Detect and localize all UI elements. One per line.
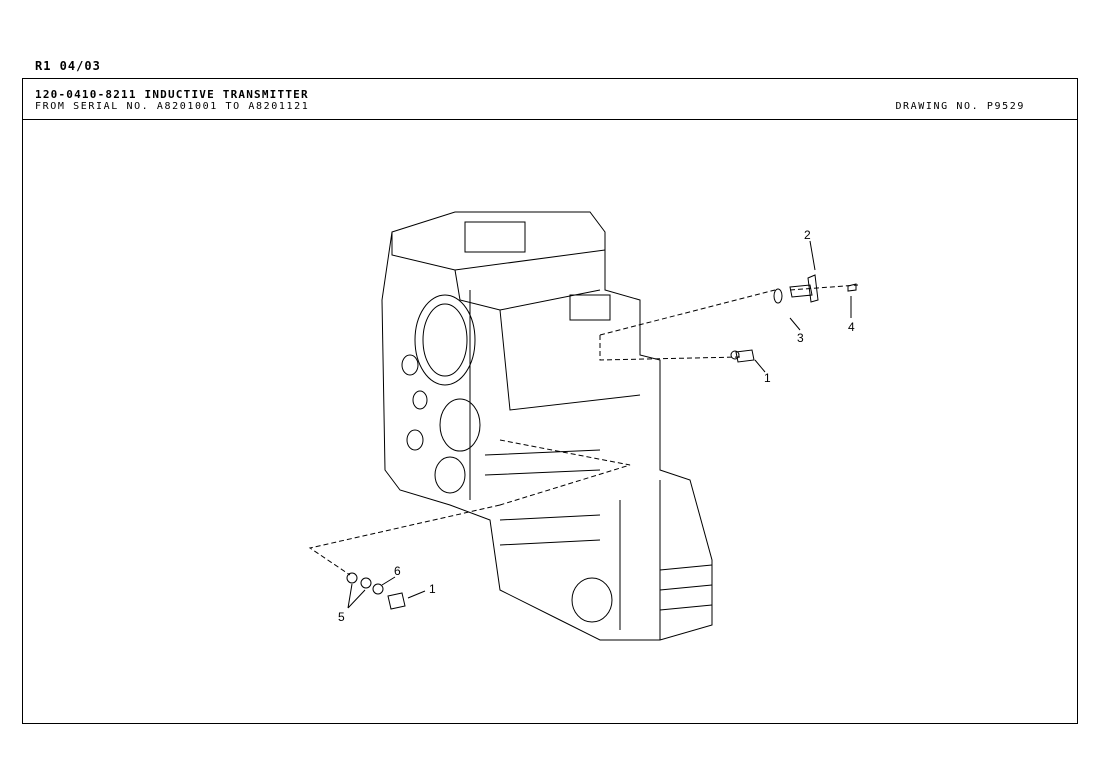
- part-title: 120-0410-8211 INDUCTIVE TRANSMITTER: [35, 88, 309, 101]
- transmission-housing: [381, 211, 740, 641]
- serial-range: FROM SERIAL NO. A8201001 TO A8201121: [35, 101, 310, 112]
- callout-6: 6: [394, 564, 401, 578]
- callout-4: 4: [848, 320, 855, 334]
- exploded-parts: [308, 284, 859, 576]
- callout-2: 2: [804, 228, 811, 242]
- callout-numbers: 2 3 4 1 6 1 5: [338, 228, 855, 624]
- callout-3: 3: [797, 331, 804, 345]
- drawing-number: DRAWING NO. P9529: [895, 101, 1025, 112]
- drawing-frame: 120-0410-8211 INDUCTIVE TRANSMITTER FROM…: [22, 78, 1078, 724]
- callout-1-lower: 1: [429, 582, 436, 596]
- callout-5: 5: [338, 610, 345, 624]
- callout-1-upper: 1: [764, 371, 771, 385]
- title-block: 120-0410-8211 INDUCTIVE TRANSMITTER FROM…: [23, 79, 1077, 120]
- leader-lines: [347, 240, 852, 609]
- revision-label: R1 04/03: [35, 59, 101, 73]
- parts: [346, 274, 857, 610]
